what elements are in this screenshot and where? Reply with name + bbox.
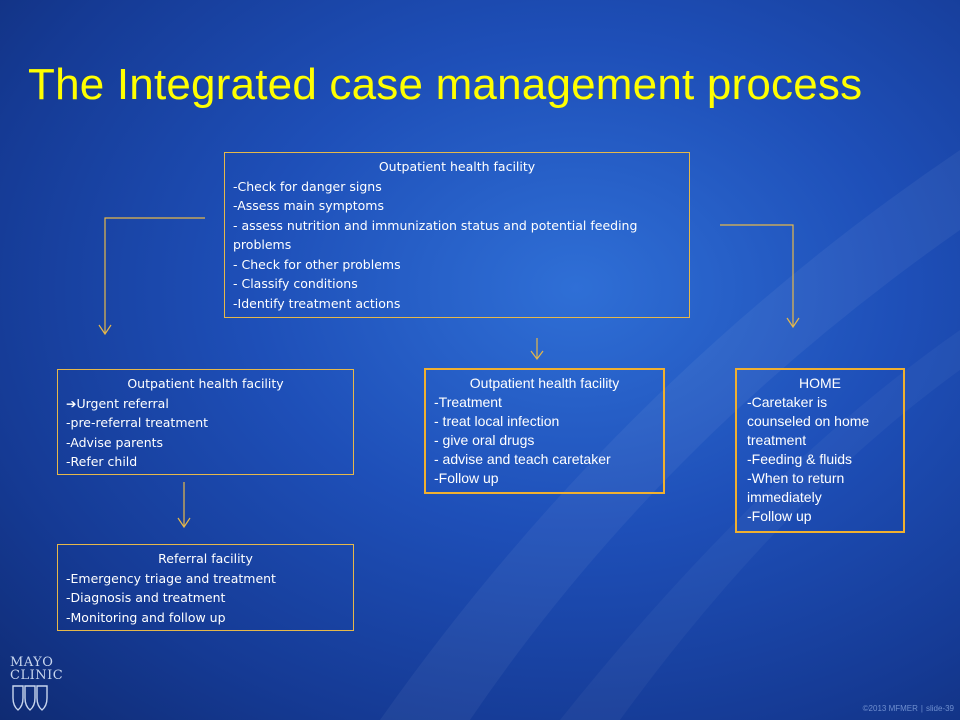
box-line: -When to return immediately (747, 470, 845, 505)
slide-footer: ©2013 MFMER|slide-39 (863, 704, 954, 713)
box-line: - treat local infection (434, 413, 560, 429)
slide-title: The Integrated case management process (28, 60, 863, 109)
box-referral-facility: Referral facility -Emergency triage and … (57, 544, 354, 631)
shield-icon (12, 685, 48, 711)
box-title: HOME (799, 375, 841, 391)
arrowhead-right (786, 317, 800, 329)
arrowhead-center (530, 350, 544, 360)
box-line: - Check for other problems (233, 256, 401, 272)
box-line: -Emergency triage and treatment (66, 570, 276, 586)
arrowhead-left (98, 324, 112, 336)
footer-slide-number: slide-39 (925, 704, 954, 713)
footer-separator: | (920, 704, 923, 713)
box-line: - give oral drugs (434, 432, 535, 448)
footer-copyright: ©2013 MFMER (862, 704, 918, 713)
arrowhead-down-left (177, 517, 191, 529)
box-line: -Monitoring and follow up (66, 609, 226, 625)
box-line-text: Urgent referral (76, 395, 169, 411)
box-home: HOME -Caretaker is counseled on home tre… (735, 368, 905, 533)
logo-word-clinic: CLINIC (10, 668, 64, 683)
logo-word-mayo: MAYO (10, 655, 54, 670)
box-line: -Follow up (434, 470, 499, 486)
box-outpatient-treatment: Outpatient health facility -Treatment - … (424, 368, 665, 494)
box-title: Outpatient health facility (127, 376, 284, 391)
box-title: Referral facility (158, 551, 253, 566)
box-line: -Refer child (66, 454, 138, 469)
box-line: - Classify conditions (233, 276, 358, 291)
box-line: -Identify treatment actions (233, 295, 401, 311)
box-outpatient-assessment: Outpatient health facility -Check for da… (224, 152, 690, 318)
box-line: -Follow up (747, 508, 812, 524)
box-line: -pre-referral treatment (66, 415, 209, 430)
box-line: -Treatment (434, 394, 502, 410)
box-line: -Advise parents (66, 434, 164, 450)
box-line: - assess nutrition and immunization stat… (233, 217, 638, 253)
mayo-clinic-logo: MAYO CLINIC (10, 655, 64, 716)
box-line: -Assess main symptoms (233, 198, 384, 213)
box-outpatient-urgent-referral: Outpatient health facility ➔Urgent refer… (57, 369, 354, 475)
box-title: Outpatient health facility (378, 159, 536, 174)
connector-left (104, 217, 205, 333)
box-line: -Feeding & fluids (747, 451, 853, 467)
connector-right (720, 224, 794, 326)
box-line: -Diagnosis and treatment (66, 590, 226, 605)
box-line: ➔Urgent referral (66, 394, 345, 414)
box-line: -Caretaker is counseled on home treatmen… (747, 394, 870, 448)
arrow-right-icon: ➔ (66, 395, 77, 411)
box-title: Outpatient health facility (469, 375, 620, 391)
box-line: -Check for danger signs (233, 178, 382, 194)
box-line: - advise and teach caretaker (434, 451, 611, 467)
